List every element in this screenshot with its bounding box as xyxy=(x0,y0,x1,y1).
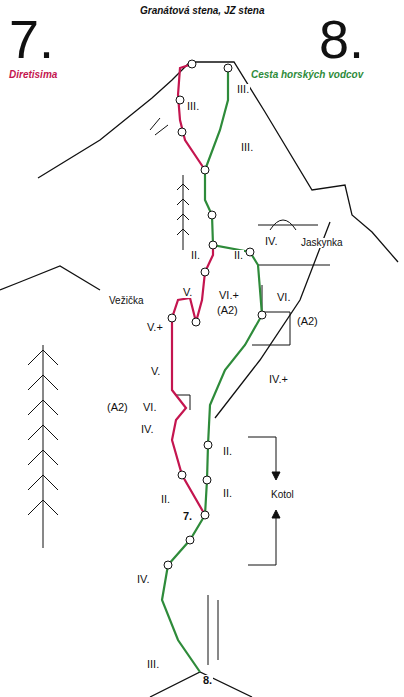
route-number: 7. xyxy=(8,12,55,66)
mountain-outline xyxy=(0,62,398,697)
grade: VI. xyxy=(276,292,291,303)
grade: IV.+ xyxy=(268,374,289,385)
grade: VI.+ xyxy=(218,290,240,301)
belay-stations xyxy=(164,60,266,569)
route-7-top xyxy=(178,64,205,170)
grade: IV. xyxy=(264,236,278,247)
rock-features xyxy=(150,118,330,665)
route-name: Diretisima xyxy=(8,70,58,80)
grade: (A2) xyxy=(296,316,319,327)
grade: (A2) xyxy=(106,402,129,413)
tree-symbol xyxy=(28,175,189,548)
grade: III. xyxy=(186,101,200,112)
route-number: 7. xyxy=(182,511,193,522)
grade: II. xyxy=(222,446,233,457)
grade: II. xyxy=(222,488,233,499)
grade: III. xyxy=(146,659,160,670)
grade: (A2) xyxy=(216,305,239,316)
place-name: Vežička xyxy=(108,296,144,306)
grade: V. xyxy=(182,287,193,298)
place-name: Jaskynka xyxy=(300,238,344,248)
route-name: Cesta horských vodcov xyxy=(250,70,364,80)
place-name: Kotol xyxy=(270,490,295,500)
grade: II. xyxy=(190,250,201,261)
grade: IV. xyxy=(140,424,154,435)
route-8-lower xyxy=(162,515,205,672)
wall-title: Granátová stena, JZ stena xyxy=(139,6,266,16)
kotol-bracket xyxy=(248,437,280,565)
grade: IV. xyxy=(136,574,150,585)
route-number: 8. xyxy=(318,12,365,66)
grade: III. xyxy=(240,142,254,153)
grade: VI. xyxy=(142,402,157,413)
route-7 xyxy=(172,245,213,515)
grade: II. xyxy=(233,250,244,261)
grade: V.+ xyxy=(146,322,164,333)
grade: III. xyxy=(236,84,250,95)
route-8-upper xyxy=(205,68,262,515)
grade: II. xyxy=(160,494,171,505)
route-number: 8. xyxy=(202,675,213,686)
grade: V. xyxy=(150,366,161,377)
